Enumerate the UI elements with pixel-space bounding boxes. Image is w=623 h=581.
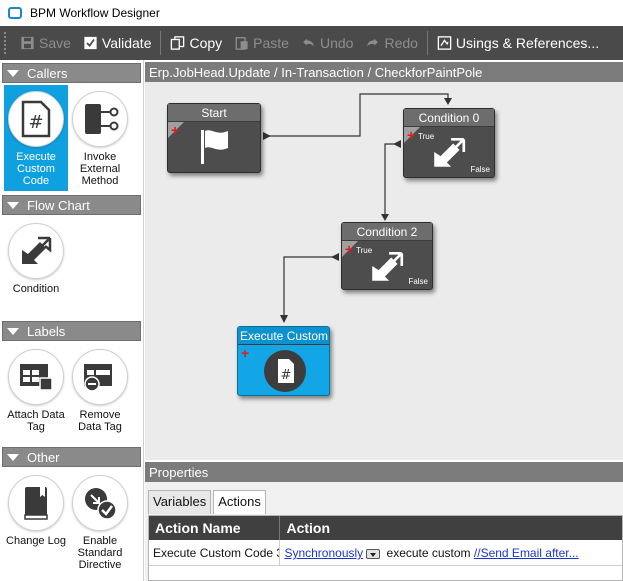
section-header-callers[interactable]: Callers (2, 63, 141, 83)
actions-grid: Action Name Action Execute Custom Code 3… (148, 515, 623, 581)
add-icon[interactable]: + (241, 345, 250, 361)
tool-invoke-external-method[interactable]: Invoke External Method (68, 85, 132, 191)
copy-icon (171, 36, 185, 50)
toolbar-separator (160, 31, 162, 55)
paste-icon (235, 37, 248, 50)
remove-tag-icon (72, 349, 128, 405)
tab-actions[interactable]: Actions (213, 490, 266, 514)
add-icon[interactable]: + (171, 122, 180, 138)
references-icon (437, 36, 452, 50)
toolbar-grip[interactable] (4, 32, 8, 54)
checkbox-icon (84, 36, 97, 50)
toolbox-panel: Callers # Execute Custom Code Invoke Ext… (0, 60, 144, 581)
save-button[interactable]: Save (14, 26, 77, 60)
node-condition-0-title: Condition 0 (404, 109, 494, 127)
undo-icon (303, 38, 314, 47)
node-execute-custom-code[interactable]: Execute Custom Co + # (237, 326, 330, 396)
node-start[interactable]: Start + (167, 103, 261, 173)
section-header-labels[interactable]: Labels (2, 321, 141, 341)
chevron-down-icon (7, 69, 19, 77)
external-method-icon (72, 91, 128, 147)
window-title: BPM Workflow Designer (30, 6, 160, 20)
grid-header: Action Name Action (149, 516, 622, 540)
svg-text:#: # (281, 368, 292, 383)
section-header-flow-chart[interactable]: Flow Chart (2, 195, 141, 215)
mode-dropdown-button[interactable] (366, 548, 381, 559)
tool-enable-standard-directive[interactable]: Enable Standard Directive (68, 469, 132, 573)
column-header-action[interactable]: Action (286, 520, 331, 536)
callers-tools: # Execute Custom Code Invoke External Me… (0, 83, 143, 191)
node-condition-0[interactable]: Condition 0 + True False (403, 108, 495, 178)
workflow-breadcrumb: Erp.JobHead.Update / In-Transaction / Ch… (145, 62, 623, 82)
tool-attach-data-tag[interactable]: Attach Data Tag (4, 343, 68, 447)
hash-document-icon: # (264, 350, 306, 392)
true-branch-label: True (356, 246, 373, 255)
corner-marker (342, 241, 358, 257)
table-row[interactable]: Execute Custom Code 3 Synchronously exec… (149, 540, 622, 566)
chevron-down-icon (7, 453, 19, 461)
corner-marker (168, 122, 184, 138)
false-branch-label: False (408, 277, 428, 286)
workflow-canvas[interactable]: Start + Condition 0 + True False Conditi… (145, 82, 623, 460)
condition-arrows-icon (372, 251, 404, 281)
node-condition-2-title: Condition 2 (342, 223, 432, 241)
app-icon (8, 7, 22, 19)
toolbar: Save Validate Copy Paste Undo Redo Using… (0, 26, 623, 60)
tab-variables[interactable]: Variables (148, 490, 212, 514)
action-cell: Synchronously execute custom //Send Emai… (280, 540, 622, 565)
tool-change-log[interactable]: Change Log (4, 469, 68, 573)
node-condition-2[interactable]: Condition 2 + True False (341, 222, 433, 290)
labels-tools: Attach Data Tag Remove Data Tag (0, 341, 143, 447)
chevron-down-icon (7, 201, 19, 209)
properties-header: Properties (145, 462, 623, 482)
properties-tabs: Variables Actions (148, 490, 266, 514)
paste-button[interactable]: Paste (228, 26, 295, 60)
condition-arrows-icon (8, 223, 64, 279)
action-name-cell: Execute Custom Code 3 (149, 540, 281, 565)
node-start-title: Start (168, 104, 260, 122)
hash-document-icon: # (8, 91, 64, 147)
validate-button[interactable]: Validate (77, 26, 158, 60)
properties-panel: Variables Actions Action Name Action Exe… (145, 482, 623, 581)
enable-directive-icon (72, 475, 128, 531)
corner-marker (404, 127, 420, 143)
usings-references-button[interactable]: Usings & References... (431, 26, 605, 60)
node-execute-custom-code-title: Execute Custom Co (238, 327, 329, 345)
redo-button[interactable]: Redo (359, 26, 423, 60)
action-middle-text: execute custom (386, 546, 471, 560)
tool-remove-data-tag[interactable]: Remove Data Tag (68, 343, 132, 447)
svg-text:#: # (28, 112, 43, 133)
condition-arrows-icon (434, 137, 466, 167)
undo-button[interactable]: Undo (295, 26, 359, 60)
tool-execute-custom-code[interactable]: # Execute Custom Code (4, 85, 68, 191)
flag-icon (201, 130, 228, 164)
true-branch-label: True (418, 132, 435, 141)
add-icon[interactable]: + (407, 127, 416, 143)
other-tools: Change Log Enable Standard Directive (0, 467, 143, 573)
code-link[interactable]: //Send Email after... (473, 546, 579, 560)
column-header-action-name[interactable]: Action Name (149, 516, 281, 540)
book-icon (8, 475, 64, 531)
false-branch-label: False (470, 165, 490, 174)
section-header-other[interactable]: Other (2, 447, 141, 467)
tool-condition[interactable]: Condition (4, 217, 68, 321)
copy-button[interactable]: Copy (164, 26, 228, 60)
redo-icon (367, 38, 379, 47)
add-icon[interactable]: + (345, 241, 354, 257)
save-icon (21, 36, 34, 50)
flow-chart-tools: Condition (0, 215, 143, 321)
synchronously-link[interactable]: Synchronously (284, 546, 364, 560)
connector-lines (263, 93, 452, 323)
title-bar: BPM Workflow Designer (0, 0, 623, 26)
toolbar-separator (426, 31, 428, 55)
chevron-down-icon (7, 327, 19, 335)
attach-tag-icon (8, 349, 64, 405)
